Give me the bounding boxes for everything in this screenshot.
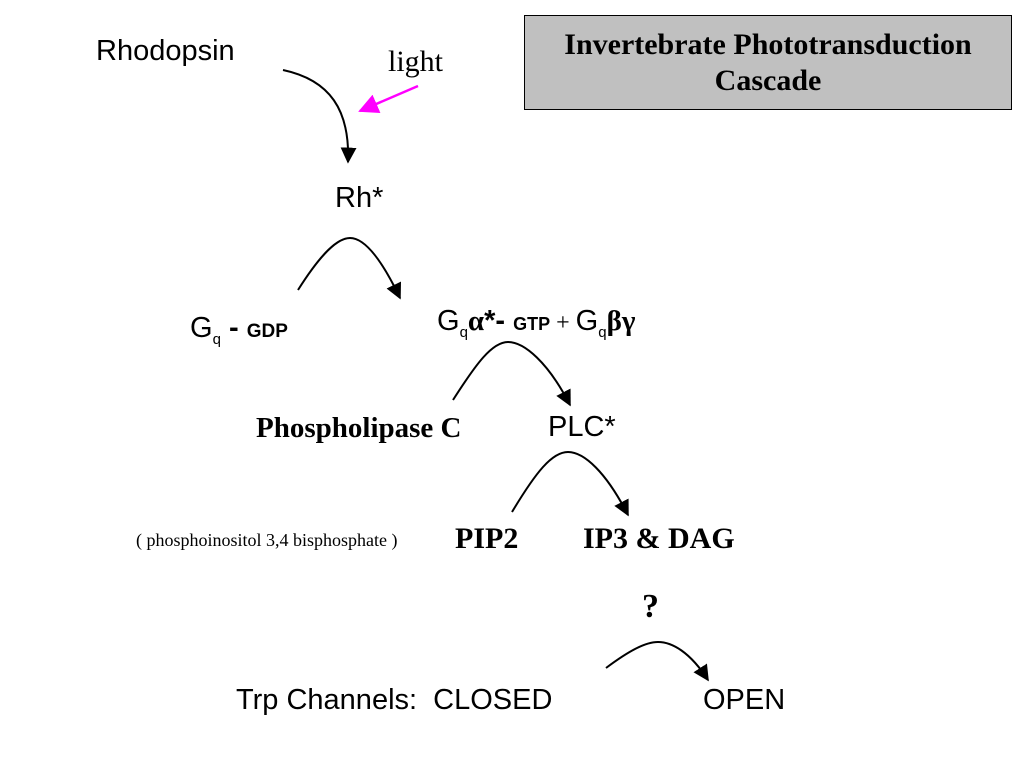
gq-active-plus: + (550, 310, 576, 336)
closed-to-open-arc-arrow (605, 640, 709, 682)
gq-active-alpha: α (467, 305, 485, 337)
gq-gdp-q: q (212, 331, 221, 348)
gq-to-plc-arc-arrow (452, 340, 571, 407)
title-line-2: Cascade (714, 63, 822, 97)
gq-active-star-dash: *- (484, 305, 514, 337)
light-arrow (358, 84, 419, 114)
light-label: light (388, 45, 444, 78)
rh-star-label: Rh* (335, 182, 384, 214)
trp-open-label: OPEN (703, 684, 786, 716)
title-line-1: Invertebrate Phototransduction (564, 27, 972, 61)
plc-to-ip3-arc-arrow (511, 450, 629, 517)
rhodopsin-label: Rhodopsin (96, 35, 235, 67)
phospholipase-c-label: Phospholipase C (256, 412, 462, 444)
gq-gdp-g: G (190, 312, 213, 344)
gq-active-g: G (437, 305, 460, 337)
gq-betagamma-q: q (598, 324, 607, 341)
gq-gdp-label: Gq - GDP (190, 312, 288, 348)
gq-gdp-dash: - (220, 312, 247, 344)
question-mark-label: ? (642, 588, 659, 625)
rhodopsin-to-rh-arrow (282, 69, 357, 164)
gq-active-q: q (459, 324, 468, 341)
gq-betagamma-symbols: βγ (606, 305, 636, 337)
gq-active-gtp: GTP (513, 314, 551, 334)
plc-star-label: PLC* (548, 411, 616, 443)
ip3-dag-label: IP3 & DAG (583, 522, 735, 555)
title-box: Invertebrate Phototransduction Cascade (524, 15, 1012, 110)
pip2-label: PIP2 (455, 522, 519, 555)
gq-betagamma-g: G (575, 305, 599, 337)
gq-gdp-gdp: GDP (246, 321, 288, 342)
rh-to-gq-arc-arrow (297, 236, 402, 300)
pip2-note-label: ( phosphoinositol 3,4 bisphosphate ) (136, 530, 398, 550)
gq-active-label: Gqα*- GTP + Gqβγ (437, 305, 636, 341)
trp-channels-closed-label: Trp Channels: CLOSED (236, 684, 553, 716)
